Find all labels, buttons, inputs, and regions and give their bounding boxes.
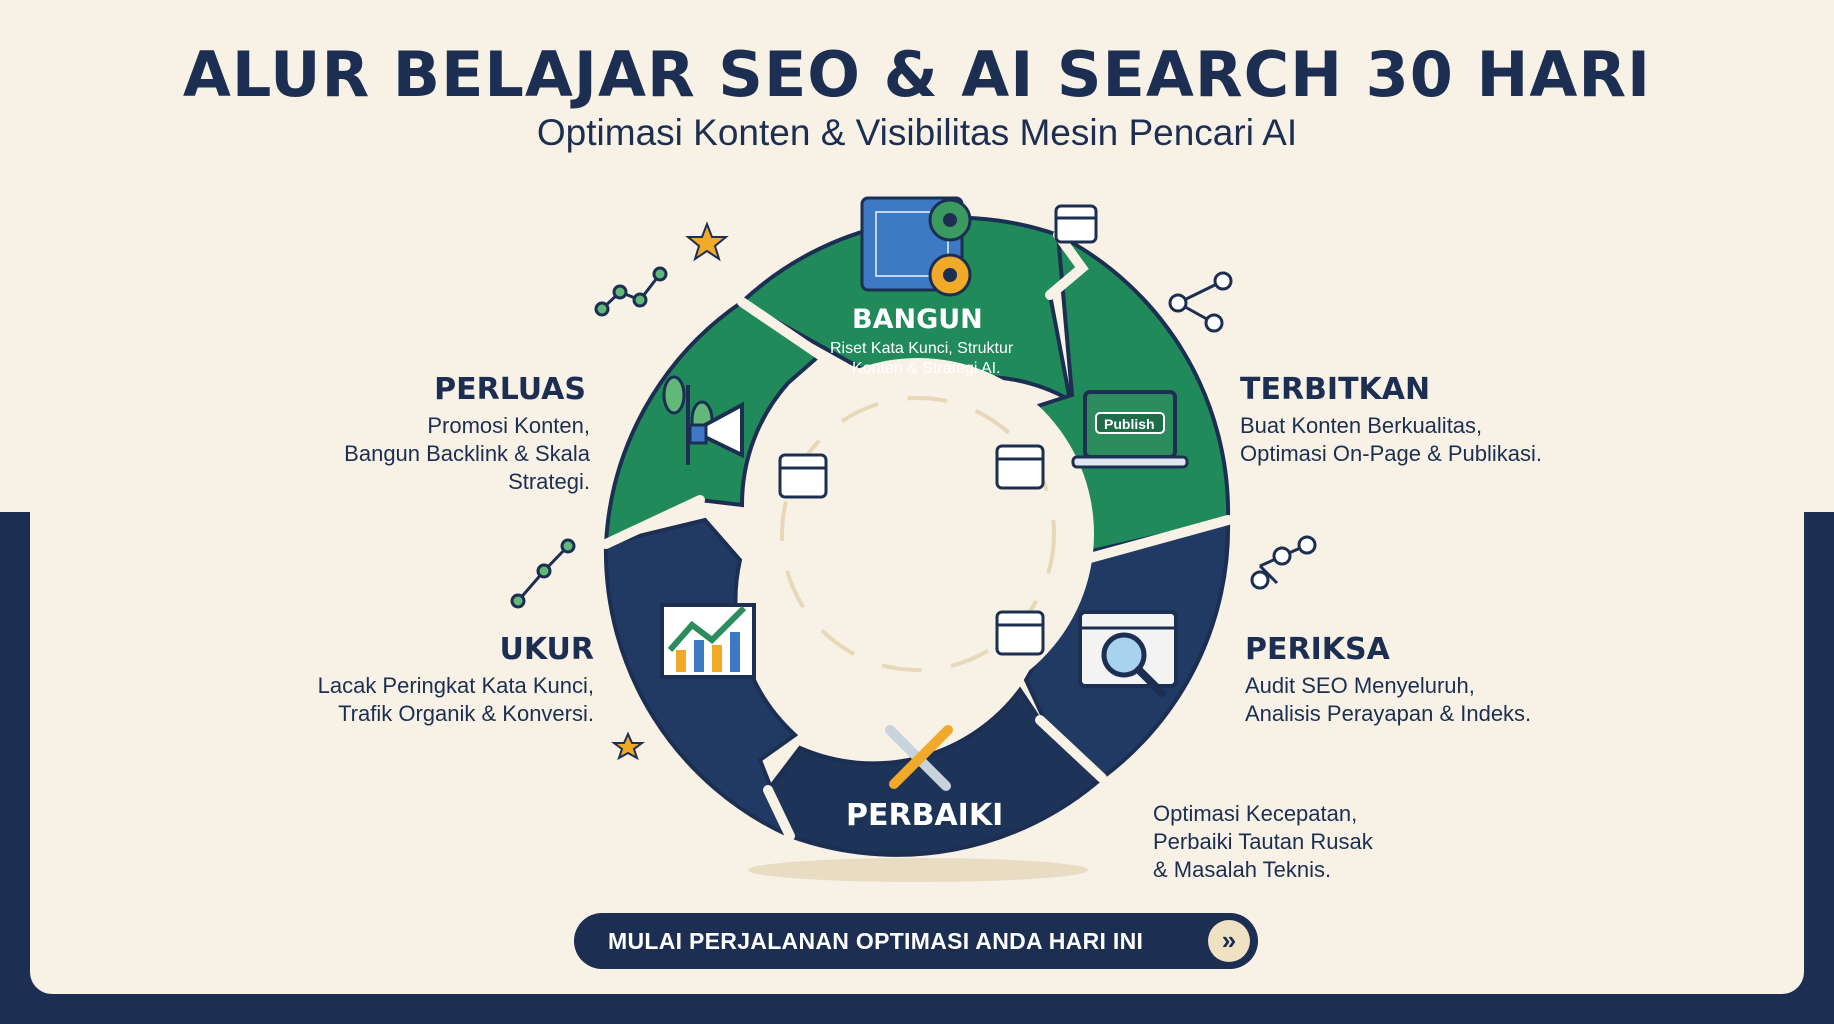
stage-desc-ukur: Lacak Peringkat Kata Kunci, Trafik Organ… [317, 673, 594, 726]
gear-icon [928, 198, 972, 297]
stage-title-perbaiki: PERBAIKI [846, 798, 1004, 833]
page-subtitle: Optimasi Konten & Visibilitas Mesin Penc… [536, 112, 1298, 153]
laptop-icon [1071, 390, 1189, 469]
network-icon [1168, 271, 1317, 590]
start-journey-button[interactable]: MULAI PERJALANAN OPTIMASI ANDA HARI INI … [574, 913, 1258, 969]
start-journey-label: MULAI PERJALANAN OPTIMASI ANDA HARI INI [608, 928, 1144, 954]
publish-screen-label: Publish [1104, 416, 1155, 432]
magnifier-icon [1078, 610, 1178, 697]
stage-title-bangun: BANGUN [852, 304, 983, 335]
stage-desc-bangun-line2: Konten & Strategi AI. [852, 360, 1001, 377]
page-title: ALUR BELAJAR SEO & AI SEARCH 30 HARI [182, 38, 1652, 111]
stage-desc-perluas: Promosi Konten, Bangun Backlink & Skala … [344, 413, 590, 494]
megaphone-icon [688, 401, 744, 459]
star-icon [611, 221, 729, 761]
double-chevron-right-icon: » [1208, 920, 1250, 962]
stage-title-periksa: PERIKSA [1245, 632, 1390, 667]
wrench-icon [885, 725, 953, 791]
stage-title-ukur: UKUR [499, 632, 594, 667]
calendar-icon [778, 204, 1098, 656]
chart-board-icon [660, 603, 756, 679]
inner-circle [742, 358, 1094, 710]
stage-desc-perbaiki: Optimasi Kecepatan, Perbaiki Tautan Rusa… [1153, 801, 1373, 882]
stage-desc-periksa: Audit SEO Menyeluruh, Analisis Perayapan… [1245, 673, 1532, 726]
stage-title-perluas: PERLUAS [434, 372, 586, 407]
stage-desc-terbitkan: Buat Konten Berkualitas, Optimasi On-Pag… [1240, 413, 1543, 466]
stage-title-terbitkan: TERBITKAN [1240, 372, 1431, 407]
stage-desc-bangun-line1: Riset Kata Kunci, Struktur [830, 340, 1014, 357]
